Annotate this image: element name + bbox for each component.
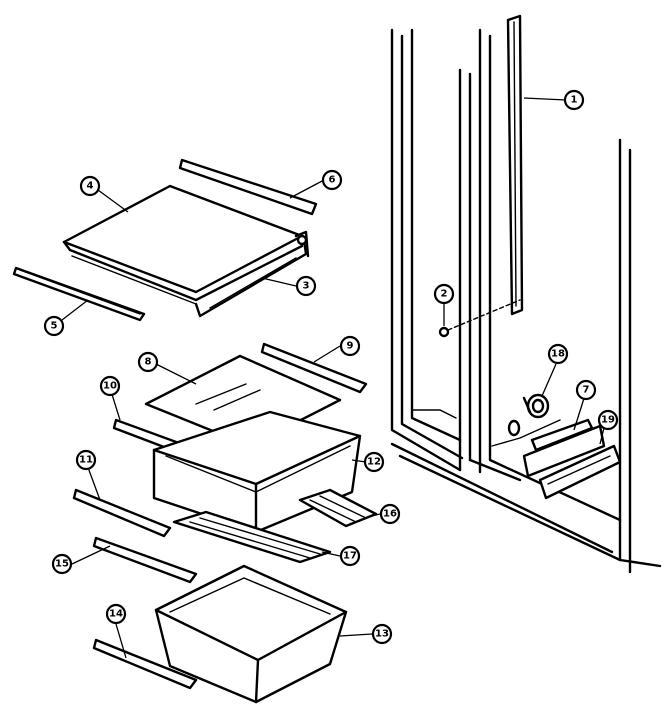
svg-text:8: 8: [145, 357, 152, 368]
callout-3: 3: [295, 275, 317, 297]
svg-text:16: 16: [383, 509, 397, 520]
callout-15: 15: [51, 553, 73, 575]
part-14-trim: [92, 638, 198, 690]
part-4-shelf: [62, 184, 304, 305]
callout-10-left: 10: [99, 375, 121, 397]
svg-text:2: 2: [441, 289, 448, 300]
svg-text:4: 4: [87, 181, 94, 192]
part-15-trim: [92, 536, 198, 584]
svg-text:12: 12: [367, 457, 381, 468]
cabinet-liner: [390, 28, 662, 574]
callout-16: 16: [379, 503, 401, 525]
callout-2: 2: [433, 283, 455, 305]
part-2-screw: [438, 299, 521, 338]
svg-text:13: 13: [375, 629, 389, 640]
callout-1: 1: [563, 89, 585, 111]
svg-text:3: 3: [303, 281, 310, 292]
callout-9: 9: [339, 335, 361, 357]
leader-lines: [61, 97, 607, 659]
svg-text:14: 14: [109, 609, 123, 620]
callout-7: 7: [575, 379, 597, 401]
control-knob: [507, 393, 550, 437]
part-3-frame: [194, 230, 310, 318]
callout-11: 11: [75, 449, 97, 471]
callout-19: 19: [597, 409, 619, 431]
part-9-trim: [260, 342, 368, 394]
callout-6: 6: [321, 169, 343, 191]
svg-text:10: 10: [103, 381, 117, 392]
callout-18-knob: 18: [547, 343, 569, 365]
part-5-trim: [12, 266, 146, 322]
callout-13: 13: [371, 623, 393, 645]
svg-text:9: 9: [347, 341, 354, 352]
part-11-trim: [72, 488, 172, 538]
svg-text:17: 17: [343, 551, 357, 562]
svg-text:19: 19: [601, 415, 615, 426]
svg-text:1: 1: [571, 95, 578, 106]
svg-text:5: 5: [51, 321, 58, 332]
svg-text:18: 18: [551, 349, 565, 360]
part-19-bracket: [538, 444, 622, 500]
svg-text:11: 11: [79, 455, 93, 466]
part-17-frame: [172, 510, 332, 564]
part-13-drawer: [154, 564, 348, 704]
part-12-drawer: [152, 410, 362, 534]
callout-14: 14: [105, 603, 127, 625]
svg-text:15: 15: [55, 559, 69, 570]
part-1-shelf-track: [506, 14, 524, 316]
callout-5: 5: [43, 315, 65, 337]
part-7-bracket: [522, 418, 606, 478]
callout-8: 8: [137, 351, 159, 373]
part-16-rail: [298, 488, 378, 528]
callout-17: 17: [339, 545, 361, 567]
callout-12: 12: [363, 451, 385, 473]
svg-text:7: 7: [583, 385, 590, 396]
svg-text:6: 6: [329, 175, 336, 186]
callout-4: 4: [79, 175, 101, 197]
part-6-trim: [178, 158, 318, 216]
